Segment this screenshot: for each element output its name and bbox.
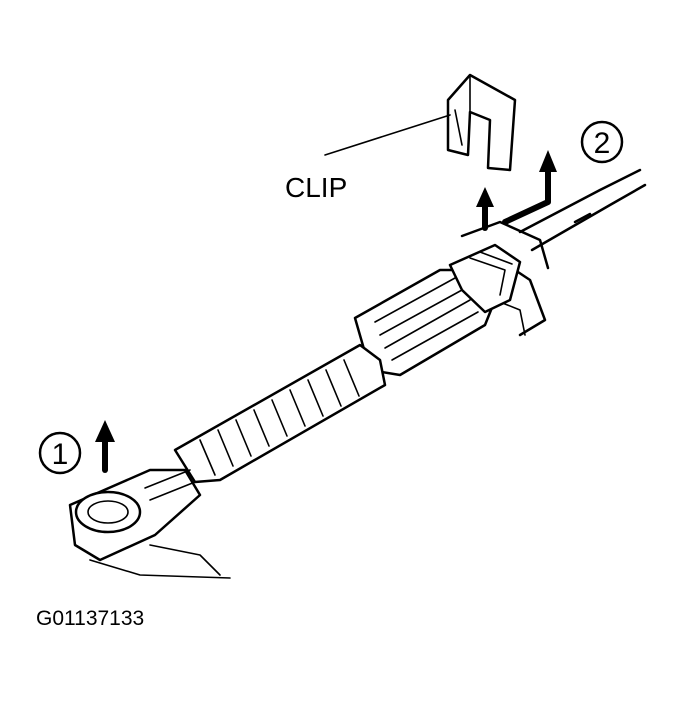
cable-eye-end	[68, 468, 202, 562]
shift-cable	[518, 168, 647, 252]
clip-label: CLIP	[285, 172, 347, 203]
step-marker-1: 1	[38, 431, 82, 475]
arrow-step-1	[95, 420, 115, 473]
step-number-2: 2	[594, 127, 611, 160]
arrow-clip-up	[476, 187, 494, 231]
lower-lever-outline	[89, 544, 231, 579]
clip-part	[446, 73, 517, 172]
rubber-boot	[173, 343, 387, 484]
step-number-1: 1	[52, 438, 69, 471]
cable-collar	[353, 243, 522, 377]
step-marker-2: 2	[580, 120, 624, 164]
figure-id: G01137133	[36, 607, 144, 630]
arrow-step-2	[502, 150, 557, 225]
clip-leader-line	[324, 114, 451, 156]
